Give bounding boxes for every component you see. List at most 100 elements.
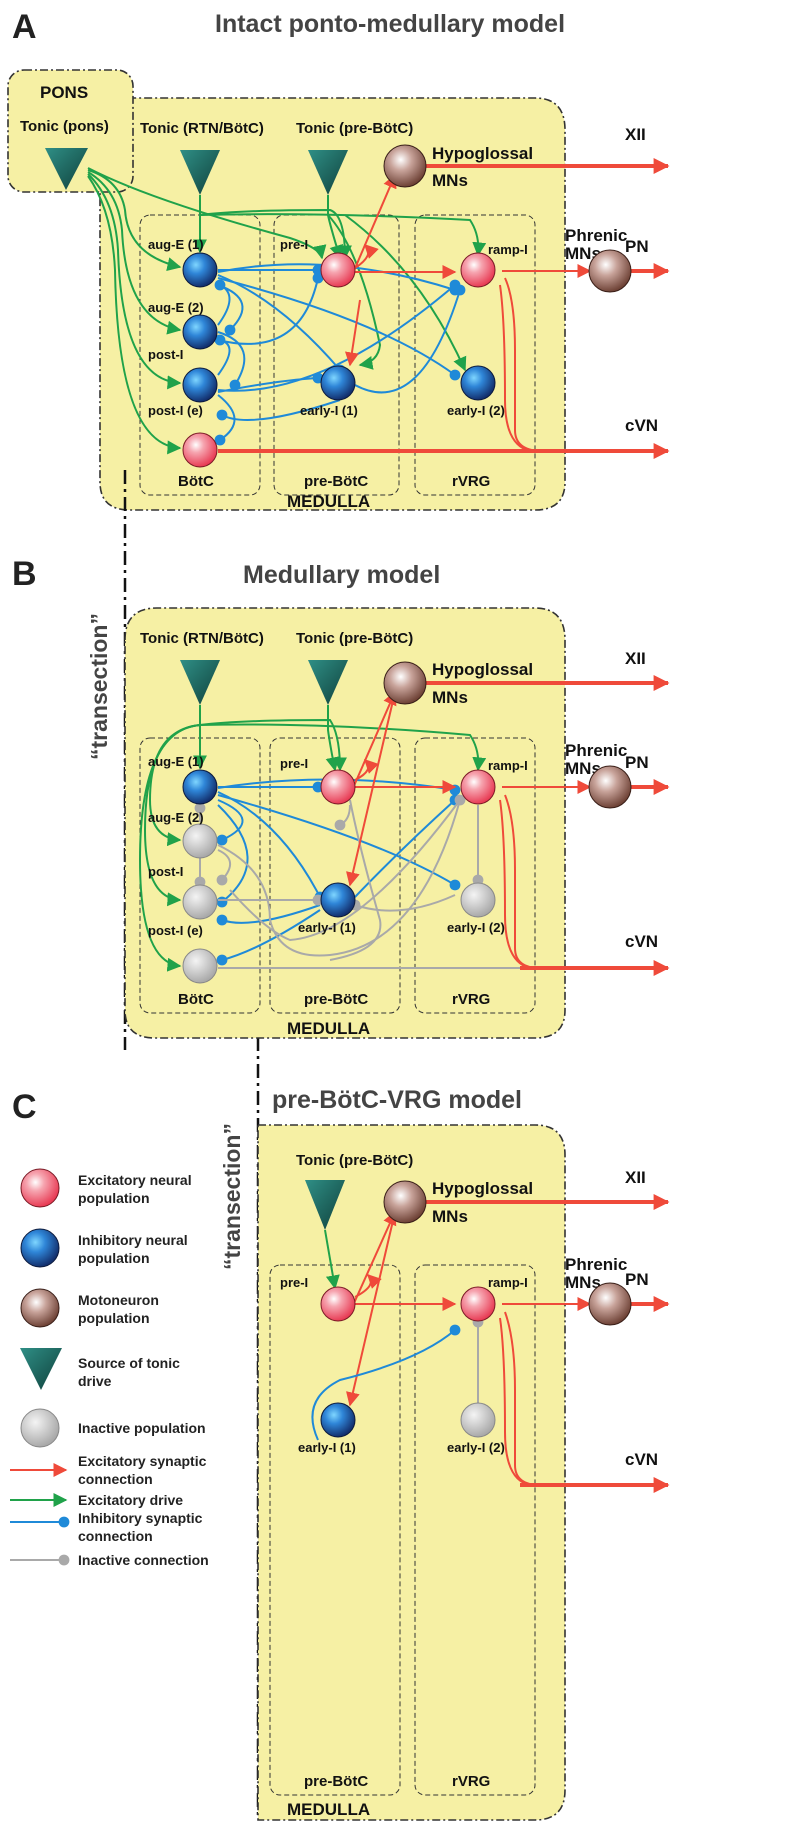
legend-tonic-line2: drive: [78, 1373, 112, 1389]
pre-i-neuron-b: [320, 769, 356, 805]
legend-excitatory-line2: population: [78, 1190, 150, 1206]
ramp-i-label-b: ramp-I: [488, 758, 528, 773]
xii-label-c: XII: [625, 1168, 646, 1187]
ramp-to-cvn-line-b: [504, 794, 541, 969]
legend-exc-syn-line2: connection: [78, 1471, 153, 1487]
tonic-prebotc-label-b: Tonic (pre-BötC): [296, 630, 413, 647]
panel-a-title: Intact ponto-medullary model: [215, 10, 565, 38]
pn-label-b: PN: [625, 753, 649, 772]
legend-motoneuron-swatch: [20, 1288, 60, 1328]
panel-c-letter: C: [12, 1088, 37, 1126]
panel-a-letter: A: [12, 8, 37, 46]
excitatory-internal-lines-b: [346, 690, 457, 887]
legend-excitatory-swatch: [20, 1168, 60, 1208]
post-i-neuron-b: [182, 948, 218, 984]
hypoglossal-label-a: Hypoglossal: [432, 144, 533, 163]
early-i2-neuron-a: [460, 365, 496, 401]
panel-a: A Intact ponto-medullary model PONS Toni…: [7, 8, 670, 511]
prebotc-label-b: pre-BötC: [304, 991, 368, 1008]
rvrg-label-b: rVRG: [452, 991, 490, 1008]
phrenic-mn-c: [588, 1282, 632, 1326]
early-i2-label-c: early-I (2): [447, 1440, 505, 1455]
pre-i-label-b: pre-I: [280, 756, 308, 771]
phrenic-label-b: Phrenic: [565, 741, 627, 760]
legend-exc-syn-line1: Excitatory synaptic: [78, 1453, 207, 1469]
pre-i-neuron-a: [320, 252, 356, 288]
tonic-rtn-triangle-b: [180, 660, 220, 705]
tonic-rtn-label-b: Tonic (RTN/BötC): [140, 630, 264, 647]
pons-region: [7, 69, 134, 193]
hypoglossal-mns-label-b: MNs: [432, 688, 468, 707]
early-i2-label-a: early-I (2): [447, 403, 505, 418]
aug-e2-label-a: aug-E (2): [148, 300, 204, 315]
phrenic-mns-label-c: MNs: [565, 1273, 601, 1292]
early-i2-label-b: early-I (2): [447, 920, 505, 935]
phrenic-mn-b: [588, 765, 632, 809]
tonic-prebotc-triangle-a: [308, 150, 348, 195]
aug-e2-label-b: aug-E (2): [148, 810, 204, 825]
rvrg-compartment-a: [414, 214, 536, 496]
pre-i-neuron-c: [320, 1286, 356, 1322]
rvrg-compartment-b: [414, 737, 536, 1014]
ramp-i-label-a: ramp-I: [488, 242, 528, 257]
hypoglossal-mns-label-c: MNs: [432, 1207, 468, 1226]
ramp-to-cvn-line2-c: [499, 1317, 531, 1486]
legend: Excitatory neural population Inhibitory …: [10, 1168, 209, 1568]
botc-label-b: BötC: [178, 991, 214, 1008]
tonic-rtn-label-a: Tonic (RTN/BötC): [140, 120, 264, 137]
post-ie-label-b: post-I (e): [148, 923, 203, 938]
hypoglossal-mns-label-a: MNs: [432, 171, 468, 190]
hypoglossal-mn-c: [383, 1180, 427, 1224]
legend-exc-drive-label: Excitatory drive: [78, 1492, 183, 1508]
medulla-label-a: MEDULLA: [287, 492, 370, 511]
tonic-prebotc-triangle-c: [305, 1180, 345, 1230]
phrenic-label-c: Phrenic: [565, 1255, 627, 1274]
ramp-to-cvn-line2-a: [499, 284, 531, 452]
hypoglossal-mn-a: [383, 144, 427, 188]
prebotc-label-a: pre-BötC: [304, 473, 368, 490]
panel-b-title: Medullary model: [243, 561, 440, 589]
legend-tonic-swatch: [20, 1348, 62, 1390]
pons-label: PONS: [40, 83, 88, 102]
prebotc-compartment-b: [269, 737, 401, 1014]
panel-c: C pre-BötC-VRG model “transection” pre-B…: [12, 1086, 670, 1821]
tonic-prebotc-label-a: Tonic (pre-BötC): [296, 120, 413, 137]
prebotc-label-c: pre-BötC: [304, 1773, 368, 1790]
rvrg-label-c: rVRG: [452, 1773, 490, 1790]
cvn-label-c: cVN: [625, 1450, 658, 1469]
medulla-region-c: [257, 1124, 566, 1821]
panel-c-title: pre-BötC-VRG model: [272, 1086, 522, 1114]
excitatory-drive-lines-a: [87, 167, 487, 455]
phrenic-mns-label-b: MNs: [565, 759, 601, 778]
legend-inhibitory-line2: population: [78, 1250, 150, 1266]
phrenic-label-a: Phrenic: [565, 226, 627, 245]
ramp-i-neuron-c: [460, 1286, 496, 1322]
post-ie-label-a: post-I (e): [148, 403, 203, 418]
excitatory-internal-lines-a: [344, 173, 457, 367]
legend-tonic-line1: Source of tonic: [78, 1355, 180, 1371]
transection-label-c: “transection”: [219, 1123, 245, 1270]
early-i2-neuron-c: [460, 1402, 496, 1438]
legend-inactive-swatch: [20, 1408, 60, 1448]
legend-inhibitory-swatch: [20, 1228, 60, 1268]
drive-to-pre-i-c: [324, 1229, 340, 1290]
post-ie-neuron-b: [182, 884, 218, 920]
legend-excitatory-line1: Excitatory neural: [78, 1172, 192, 1188]
legend-inactive-label: Inactive population: [78, 1420, 206, 1436]
hypoglossal-mn-b: [383, 661, 427, 705]
excitatory-drive-lines-b: [138, 705, 487, 972]
rvrg-compartment-c: [414, 1264, 536, 1796]
tonic-prebotc-triangle-b: [308, 660, 348, 705]
cvn-label-b: cVN: [625, 932, 658, 951]
early-i1-label-a: early-I (1): [300, 403, 358, 418]
early-i1-neuron-c: [320, 1402, 356, 1438]
early-i1-label-b: early-I (1): [298, 920, 356, 935]
phrenic-mn-a: [588, 249, 632, 293]
pn-label-a: PN: [625, 237, 649, 256]
pre-i-label-a: pre-I: [280, 237, 308, 252]
early-i1-label-c: early-I (1): [298, 1440, 356, 1455]
transection-label-b: “transection”: [86, 613, 112, 760]
ramp-to-cvn-line2-b: [499, 799, 531, 969]
early-i1-neuron-a: [320, 365, 356, 401]
tonic-prebotc-label-c: Tonic (pre-BötC): [296, 1152, 413, 1169]
